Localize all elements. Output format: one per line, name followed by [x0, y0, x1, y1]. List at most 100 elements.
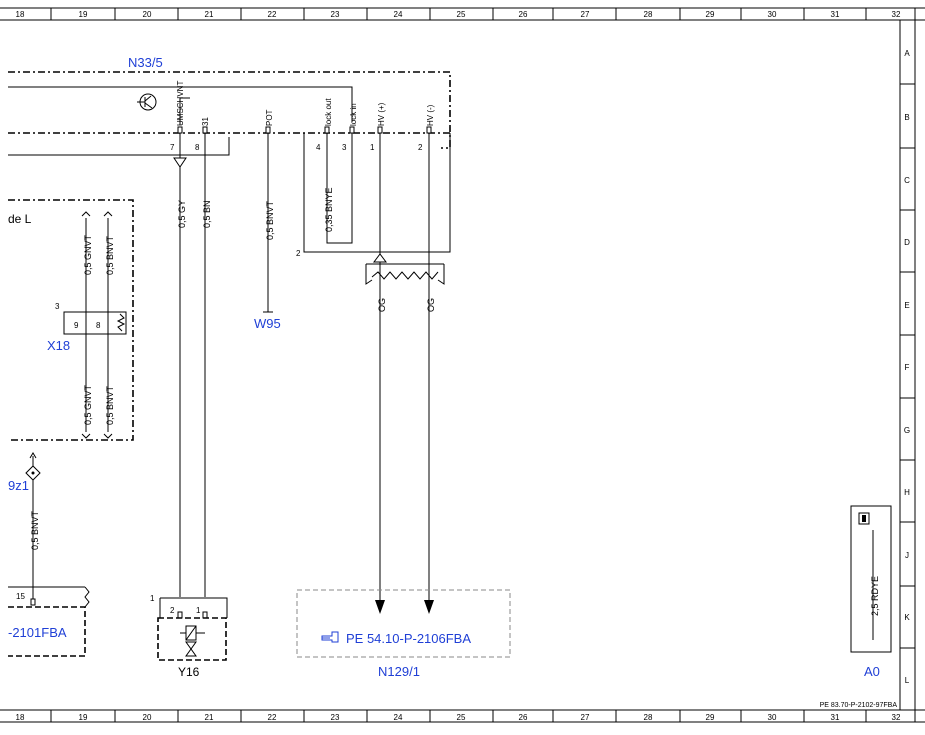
col-label-top: 24	[394, 10, 403, 19]
row-dividers	[900, 83, 915, 649]
shield-triangle-icon	[373, 253, 387, 263]
reference-link-n129-1[interactable]: PE 54.10-P-2106FBA	[346, 631, 471, 646]
col-label-bottom: 22	[268, 713, 277, 722]
component-n129-1: PE 54.10-P-2106FBA N129/1	[296, 589, 511, 679]
col-label-top: 21	[205, 10, 214, 19]
pin-connector	[177, 126, 183, 134]
component-label-x18: X18	[47, 338, 70, 353]
y16-pin-2: 2	[170, 606, 175, 615]
column-dividers	[50, 8, 867, 722]
y16-housing	[157, 617, 227, 661]
col-label-bottom: 27	[581, 713, 590, 722]
pin-connector	[377, 126, 383, 134]
component-a0: 2,5 RDYE A0	[850, 505, 892, 679]
pin-connector	[324, 126, 330, 134]
wire-label-bnvt-left: 0,5 BNVT	[30, 510, 40, 550]
component-label-n129-1: N129/1	[378, 664, 420, 679]
col-label-bottom: 24	[394, 713, 403, 722]
col-label-top: 27	[581, 10, 590, 19]
wires: 2	[173, 133, 451, 614]
internal-wire	[179, 97, 190, 125]
col-label-top: 32	[892, 10, 901, 19]
row-label: H	[904, 488, 910, 497]
transistor-icon	[137, 93, 157, 111]
pin-number-2: 2	[418, 143, 423, 152]
component-label-n33-5: N33/5	[128, 55, 163, 70]
col-label-bottom: 23	[331, 713, 340, 722]
resistor-icon	[116, 313, 126, 332]
x18-pin-8: 8	[96, 321, 101, 330]
component-n33-5: N33/5 UMSCHVNT 31 POT lock out lock in H…	[8, 55, 451, 156]
footer-reference: PE 83.70-P-2102-97FBA	[820, 702, 898, 709]
pin-connector	[349, 126, 355, 134]
col-label-top: 19	[79, 10, 88, 19]
wire-label-bnye: 0,35 BNYE	[324, 187, 334, 232]
wire-label-gnvt-up: 0,5 GNVT	[83, 234, 93, 275]
col-label-bottom: 28	[644, 713, 653, 722]
solenoid-valve-icon	[180, 625, 205, 657]
row-label: E	[904, 301, 909, 310]
left-housing-label: de L	[8, 212, 32, 226]
lock-loop	[326, 133, 353, 244]
col-label-top: 28	[644, 10, 653, 19]
row-label: F	[905, 363, 910, 372]
pin-number-1: 1	[370, 143, 375, 152]
shield-bracket	[303, 133, 451, 253]
pin-label-hv-plus: HV (+)	[377, 102, 386, 126]
wire-label-og: OG	[426, 298, 436, 312]
pin-number-15: 15	[16, 592, 25, 601]
row-label: L	[905, 676, 910, 685]
col-label-top: 31	[831, 10, 840, 19]
col-label-bottom: 19	[79, 713, 88, 722]
row-label: K	[904, 613, 910, 622]
row-label: D	[904, 238, 910, 247]
col-label-bottom: 29	[706, 713, 715, 722]
pin-number-3: 3	[342, 143, 347, 152]
row-label: B	[904, 113, 909, 122]
pin-number-2-shield: 2	[296, 249, 301, 258]
ground-triangle-icon	[173, 157, 187, 168]
reference-link-left[interactable]: -2101FBA	[8, 625, 67, 640]
pin-number-4: 4	[316, 143, 321, 152]
col-label-bottom: 21	[205, 713, 214, 722]
pin-label-pot: POT	[265, 109, 274, 126]
internal-wire	[8, 137, 230, 156]
col-label-bottom: 18	[16, 713, 25, 722]
row-label: J	[905, 551, 909, 560]
col-label-top: 26	[519, 10, 528, 19]
component-label-w95: W95	[254, 316, 281, 331]
pin-connector	[265, 126, 271, 134]
col-label-bottom: 26	[519, 713, 528, 722]
x18-pin-9: 9	[74, 321, 79, 330]
col-label-bottom: 20	[143, 713, 152, 722]
arrow-down-icon	[375, 600, 385, 614]
col-label-top: 30	[768, 10, 777, 19]
component-label-a0: A0	[864, 664, 880, 679]
wire-label-bnvt-up: 0,5 BNVT	[105, 235, 115, 275]
x18-connector-box	[63, 311, 127, 335]
pin-label-hv-minus: HV (-)	[426, 104, 435, 126]
left-housing-outline	[8, 199, 134, 441]
row-label: A	[904, 49, 910, 58]
left-subassembly: de L 0,5 GNVT 0,5 BNVT 0,5 GNVT 0,5 BNVT…	[8, 199, 134, 441]
x18-number: 3	[55, 302, 60, 311]
row-label: C	[904, 176, 910, 185]
col-label-top: 29	[706, 10, 715, 19]
component-label-y16: Y16	[178, 665, 200, 679]
wire-label-rdye: 2,5 RDYE	[870, 576, 880, 616]
pin-connector	[426, 126, 432, 134]
col-label-bottom: 25	[457, 713, 466, 722]
break-line	[84, 586, 90, 608]
a0-housing	[850, 505, 892, 653]
col-label-top: 22	[268, 10, 277, 19]
wire-label-bnvt-pot: 0,5 BNVT	[265, 200, 275, 240]
left-lower-housing	[8, 606, 86, 657]
pin-number-8: 8	[195, 143, 200, 152]
pin-label-lock-in: lock in	[349, 103, 358, 126]
col-label-top: 25	[457, 10, 466, 19]
twisted-shield-zigzag	[371, 271, 439, 280]
wire-label-gy: 0,5 GY	[177, 200, 187, 228]
y16-pin-1: 1	[196, 606, 201, 615]
pin-label-umschvnt: UMSCHVNT	[176, 81, 185, 126]
